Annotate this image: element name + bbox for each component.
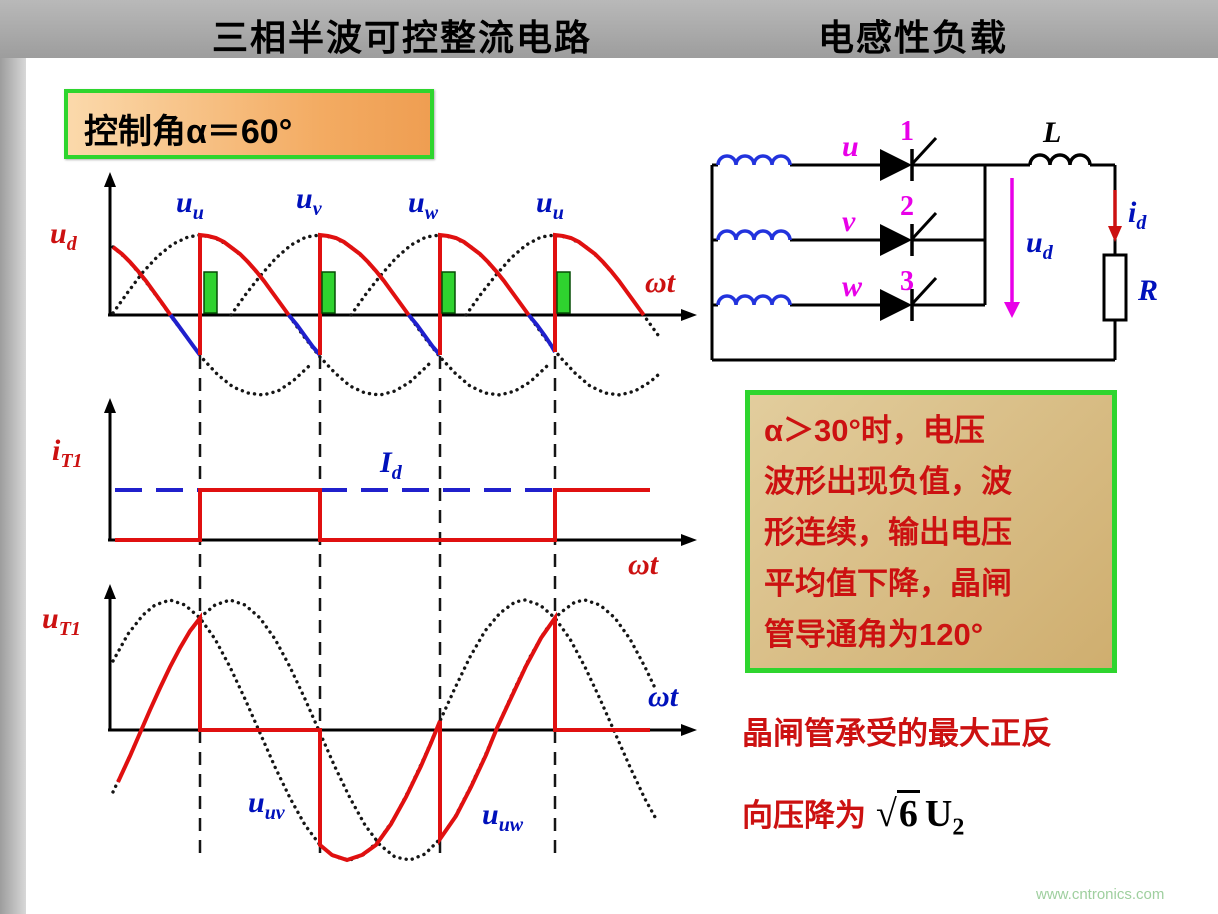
uuv-label: uuv: [248, 786, 286, 824]
uuw-label: uuw: [482, 798, 524, 836]
resistor-R-label: R: [1137, 274, 1158, 307]
thyristor-1-number: 1: [900, 116, 914, 147]
control-angle-box: 控制角α＝60°: [64, 89, 434, 159]
load-resistor: [1102, 253, 1128, 322]
phase-label-uu: uu: [176, 186, 204, 224]
it1-current-curve: [115, 488, 650, 542]
source-inductor-coils: [716, 154, 792, 306]
load-inductor-coil: [1028, 153, 1092, 166]
thyristor-1: [880, 136, 938, 181]
phase-label-uw: uw: [408, 186, 439, 224]
alpha-note-box: α＞30°时，电压 波形出现负值，波 形连续，输出电压 平均值下降，晶闸 管导通…: [745, 390, 1117, 673]
left-theme-strip: [0, 58, 26, 914]
it1-axis-label: iT1: [52, 434, 83, 472]
ut1-axis-label: uT1: [42, 602, 81, 640]
thyristor-3-number: 3: [900, 266, 914, 297]
ut1-voltage-curve: [116, 611, 650, 863]
circuit-wires: [710, 163, 1117, 362]
ud-axis-label: ud: [50, 217, 78, 255]
waveform-diagram: ud uu uv uw uu ωt iT1 Id ωt uT1 uuv uuw: [42, 172, 697, 863]
title-bar: 三相半波可控整流电路 电感性负载: [0, 0, 1218, 58]
id-label: Id: [379, 446, 403, 484]
phase-label-uu2: uu: [536, 186, 564, 224]
phase-u-label: u: [842, 130, 859, 163]
note-line: 形连续，输出电压: [764, 515, 1012, 550]
note-line: 管导通角为120°: [764, 617, 984, 652]
ut1-omega-t-label: ωt: [648, 680, 680, 713]
ud-axes: [104, 172, 697, 321]
statement-line-1: 晶闸管承受的最大正反: [742, 716, 1052, 751]
inductor-L-label: L: [1042, 116, 1061, 149]
circuit-id-label: id: [1128, 196, 1147, 234]
ud-output-curve: [111, 232, 646, 355]
control-angle-label: 控制角α＝60°: [84, 113, 293, 151]
thyristor-3: [880, 276, 938, 321]
ud-omega-t-label: ωt: [645, 266, 677, 299]
page-subtitle: 电感性负载: [818, 17, 1009, 58]
phase-v-label: v: [842, 205, 856, 238]
ud-negative-blue-segments: [168, 313, 557, 357]
circuit-diagram: u v w 1 2 3 L id ud R: [710, 116, 1158, 362]
id-arrow: [1108, 190, 1122, 242]
note-line: 波形出现负值，波: [764, 464, 1012, 499]
phase-label-uv: uv: [296, 182, 323, 220]
gate-pulses: [203, 271, 571, 314]
thyristor-2: [880, 211, 938, 256]
note-line: α＞30°时，电压: [764, 413, 985, 448]
phase-w-label: w: [842, 270, 863, 303]
circuit-ud-label: ud: [1026, 226, 1054, 264]
page-title: 三相半波可控整流电路: [212, 17, 593, 58]
ud-arrow: [1004, 178, 1020, 318]
statement-line-2-prefix: 向压降为: [742, 798, 866, 833]
thyristor-2-number: 2: [900, 191, 914, 222]
it1-omega-t-label: ωt: [628, 548, 660, 581]
note-line: 平均值下降，晶闸: [764, 566, 1012, 601]
watermark: www.cntronics.com: [1036, 886, 1165, 903]
